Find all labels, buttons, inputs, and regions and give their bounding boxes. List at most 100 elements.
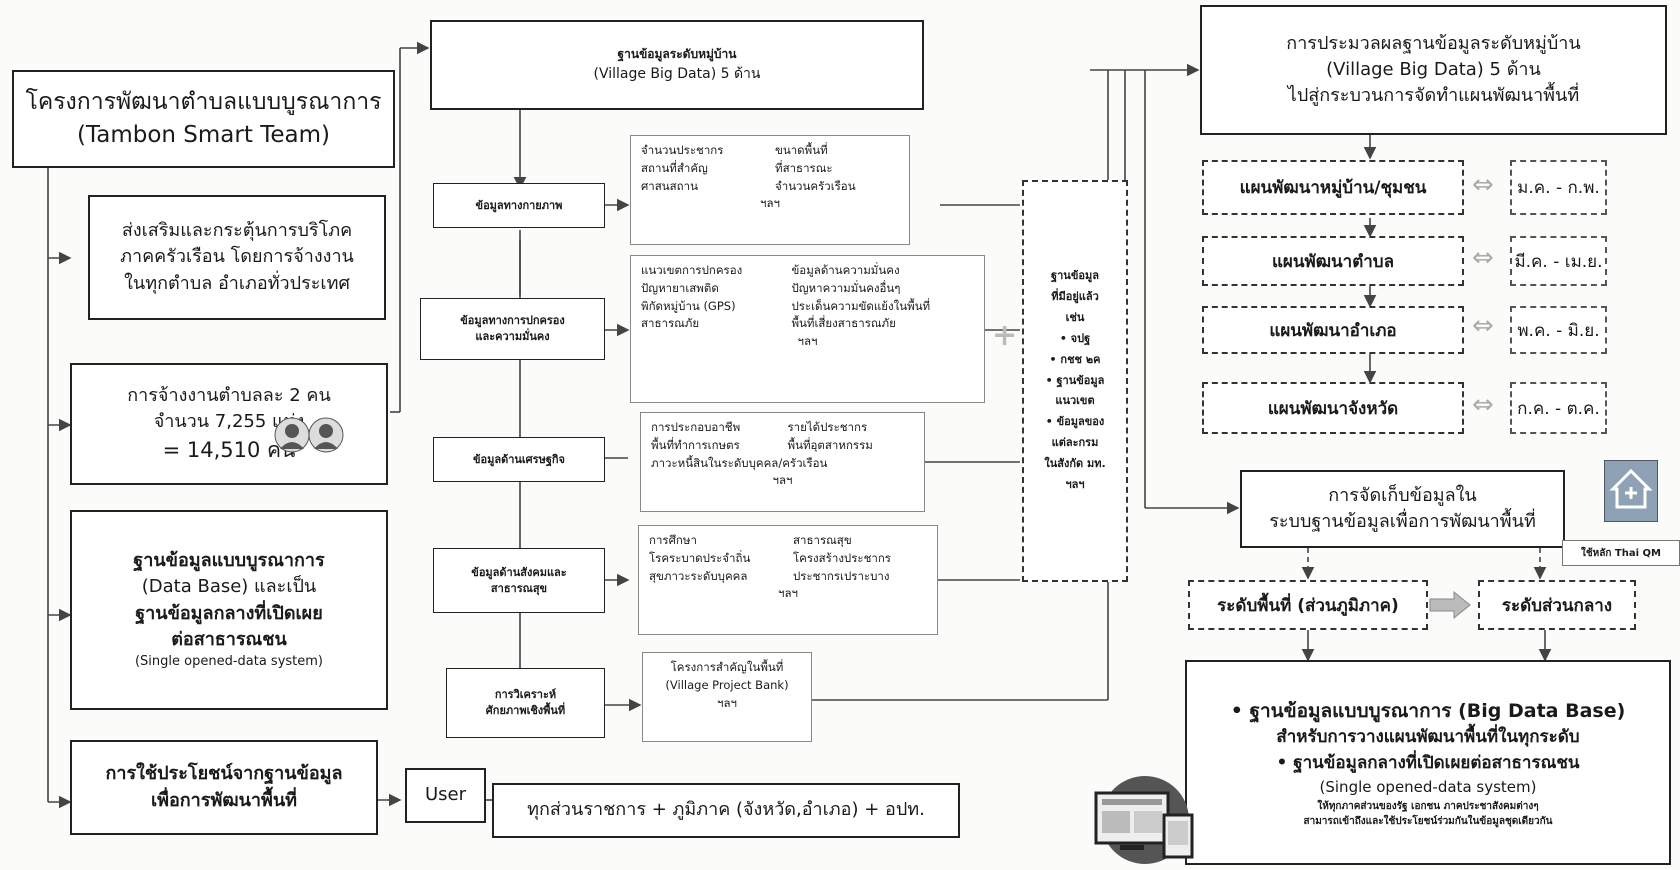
- existing-line: ในสังกัด มท.: [1044, 457, 1106, 471]
- benefit-box: การใช้ประโยชน์จากฐานข้อมูล เพื่อการพัฒนา…: [70, 740, 378, 835]
- plan-period: ก.ค. - ต.ค.: [1517, 398, 1600, 419]
- storage-line: ระบบฐานข้อมูลเพื่อการพัฒนาพื้นที่: [1269, 511, 1536, 532]
- detail-item: สถานที่สำคัญ: [641, 160, 708, 175]
- spatial-details: โครงการสำคัญในพื้นที่ (Village Project B…: [642, 652, 812, 742]
- promote-line: ในทุกตำบล อำเภอทั่วประเทศ: [124, 272, 350, 294]
- detail-etc: ฯลฯ: [760, 196, 780, 211]
- detail-item: โครงการสำคัญในพื้นที่: [670, 660, 784, 674]
- detail-item: (Village Project Bank): [665, 677, 789, 692]
- project-subtitle: (Tambon Smart Team): [77, 122, 330, 148]
- detail-item: แนวเขตการปกครอง: [641, 263, 743, 277]
- detail-item: พิกัดหมู่บ้าน (GPS): [641, 298, 736, 313]
- category-governance: ข้อมูลทางการปกครอง และความมั่นคง: [420, 298, 605, 360]
- category-spatial-analysis: การวิเคราะห์ ศักยภาพเชิงพื้นที่: [446, 668, 605, 738]
- category-label: ศักยภาพเชิงพื้นที่: [485, 704, 566, 717]
- plan-name: แผนพัฒนาอำเภอ: [1269, 320, 1397, 341]
- existing-databases-box: ฐานข้อมูล ที่มีอยู่แล้ว เช่น • จปฐ • กชช…: [1022, 180, 1128, 582]
- benefit-line: การใช้ประโยชน์จากฐานข้อมูล: [105, 763, 343, 785]
- arrow-right-icon: [1428, 590, 1472, 624]
- double-arrow-icon: ⇔: [1472, 390, 1494, 420]
- period-province: ก.ค. - ต.ค.: [1510, 382, 1607, 434]
- database-line: ฐานข้อมูลแบบบูรณาการ: [133, 550, 325, 572]
- promote-line: ส่งเสริมและกระตุ้นการบริโภค: [121, 220, 353, 242]
- employment-line: การจ้างงานตำบลละ 2 คน: [127, 384, 331, 406]
- category-social-health: ข้อมูลด้านสังคมและ สาธารณสุข: [433, 548, 605, 613]
- village-subtitle: (Village Big Data) 5 ด้าน: [593, 65, 761, 82]
- category-label: ข้อมูลทางการปกครอง: [460, 314, 565, 328]
- bigdata-box: • ฐานข้อมูลแบบบูรณาการ (Big Data Base) ส…: [1185, 660, 1671, 865]
- promote-line: ภาคครัวเรือน โดยการจ้างงาน: [120, 246, 354, 268]
- detail-etc: ฯลฯ: [717, 695, 737, 710]
- detail-item: ศาสนสถาน: [641, 178, 698, 193]
- employment-total: = 14,510 คน: [162, 437, 296, 462]
- house-icon: [1604, 460, 1658, 522]
- bigdata-note: สามารถเข้าถึงและใช้ประโยชน์ร่วมกันในข้อม…: [1303, 815, 1553, 827]
- processing-box: การประมวลผลฐานข้อมูลระดับหมู่บ้าน (Villa…: [1200, 5, 1667, 135]
- detail-item: สาธารณสุข: [793, 533, 852, 547]
- existing-line: เช่น: [1065, 310, 1085, 324]
- category-label: และความมั่นคง: [475, 330, 550, 343]
- database-line: (Single opened-data system): [134, 653, 324, 669]
- detail-item: การประกอบอาชีพ: [651, 420, 741, 434]
- processing-line: ไปสู่กระบวนการจัดทำแผนพัฒนาพื้นที่: [1287, 85, 1580, 107]
- governance-details: แนวเขตการปกครอง ปัญหายาเสพติด พิกัดหมู่บ…: [630, 255, 985, 403]
- category-label: การวิเคราะห์: [494, 688, 557, 702]
- detail-item: ขนาดพื้นที่: [775, 143, 828, 157]
- detail-item: พื้นที่ทำการเกษตร: [651, 437, 740, 452]
- plan-tambon: แผนพัฒนาตำบล: [1202, 236, 1464, 286]
- existing-line: ฯลฯ: [1065, 478, 1085, 491]
- plan-period: พ.ค. - มิ.ย.: [1517, 320, 1600, 341]
- user-label: User: [424, 784, 467, 806]
- level-central-label: ระดับส่วนกลาง: [1501, 595, 1613, 616]
- detail-item: สาธารณภัย: [641, 316, 700, 331]
- bigdata-bullet1-sub: สำหรับการวางแผนพัฒนาพื้นที่ในทุกระดับ: [1276, 727, 1580, 747]
- physical-details: จำนวนประชากร สถานที่สำคัญ ศาสนสถาน ขนาดพ…: [630, 135, 910, 245]
- database-line: ฐานข้อมูลกลางที่เปิดเผย: [135, 602, 323, 624]
- user-description: ทุกส่วนราชการ + ภูมิภาค (จังหวัด,อำเภอ) …: [527, 799, 925, 821]
- storage-line: การจัดเก็บข้อมูลใน: [1328, 484, 1477, 506]
- level-area-label: ระดับพื้นที่ (ส่วนภูมิภาค): [1217, 595, 1399, 616]
- processing-line: (Village Big Data) 5 ด้าน: [1326, 58, 1541, 80]
- user-description-box: ทุกส่วนราชการ + ภูมิภาค (จังหวัด,อำเภอ) …: [492, 783, 960, 838]
- detail-item: ปัญหายาเสพติด: [641, 280, 719, 295]
- devices-icon: [1090, 765, 1200, 865]
- plan-period: ม.ค. - ก.พ.: [1517, 178, 1600, 198]
- database-line: ต่อสาธารณชน: [171, 628, 287, 650]
- category-label: ข้อมูลด้านสังคมและ: [471, 565, 567, 579]
- plan-district: แผนพัฒนาอำเภอ: [1202, 306, 1464, 354]
- existing-line: ฐานข้อมูล: [1051, 269, 1099, 283]
- period-village: ม.ค. - ก.พ.: [1510, 160, 1607, 215]
- plus-icon: +: [992, 318, 1018, 353]
- double-arrow-icon: ⇔: [1472, 170, 1494, 200]
- thaiqm-label: ใช้หลัก Thai QM: [1562, 540, 1680, 566]
- detail-item: จำนวนประชากร: [641, 143, 724, 157]
- existing-line: แนวเขต: [1055, 394, 1095, 408]
- bigdata-bullet2-sub: (Single opened-data system): [1319, 778, 1537, 796]
- people-icon: [274, 417, 346, 453]
- promote-box: ส่งเสริมและกระตุ้นการบริโภค ภาคครัวเรือน…: [88, 195, 386, 320]
- social-details: การศึกษา โรคระบาดประจำถิ่น สุขภาวะระดับบ…: [638, 525, 938, 635]
- storage-box: การจัดเก็บข้อมูลใน ระบบฐานข้อมูลเพื่อการ…: [1240, 470, 1565, 548]
- category-label: สาธารณสุข: [490, 581, 548, 595]
- category-label: ข้อมูลทางกายภาพ: [475, 198, 563, 212]
- period-tambon: มี.ค. - เม.ย.: [1510, 236, 1607, 286]
- category-economy: ข้อมูลด้านเศรษฐกิจ: [433, 437, 605, 482]
- detail-item: ข้อมูลด้านความมั่นคง: [791, 263, 900, 277]
- detail-item: โครงสร้างประชากร: [793, 550, 891, 565]
- bigdata-bullet2: • ฐานข้อมูลกลางที่เปิดเผยต่อสาธารณชน: [1276, 752, 1580, 773]
- detail-item: การศึกษา: [649, 533, 697, 547]
- period-district: พ.ค. - มิ.ย.: [1510, 306, 1607, 354]
- employment-line: จำนวน 7,255 แห่ง: [153, 410, 305, 432]
- existing-line: • ข้อมูลของ: [1045, 415, 1105, 429]
- detail-item: รายได้ประชากร: [787, 420, 868, 434]
- detail-item: ภาวะหนี้สินในระดับบุคคล/ครัวเรือน: [651, 455, 828, 470]
- economy-details: การประกอบอาชีพ พื้นที่ทำการเกษตร รายได้ป…: [640, 412, 925, 512]
- detail-item: พื้นที่เสี่ยงสาธารณภัย: [791, 316, 896, 331]
- detail-item: สุขภาวะระดับบุคคล: [649, 568, 748, 583]
- detail-etc: ฯลฯ: [797, 334, 818, 349]
- processing-line: การประมวลผลฐานข้อมูลระดับหมู่บ้าน: [1286, 32, 1581, 54]
- level-area: ระดับพื้นที่ (ส่วนภูมิภาค): [1188, 580, 1428, 630]
- existing-line: • ฐานข้อมูล: [1045, 373, 1105, 387]
- detail-item: ประเด็นความขัดแย้งในพื้นที่: [791, 298, 931, 313]
- employment-box: การจ้างงานตำบลละ 2 คน จำนวน 7,255 แห่ง =…: [70, 363, 388, 485]
